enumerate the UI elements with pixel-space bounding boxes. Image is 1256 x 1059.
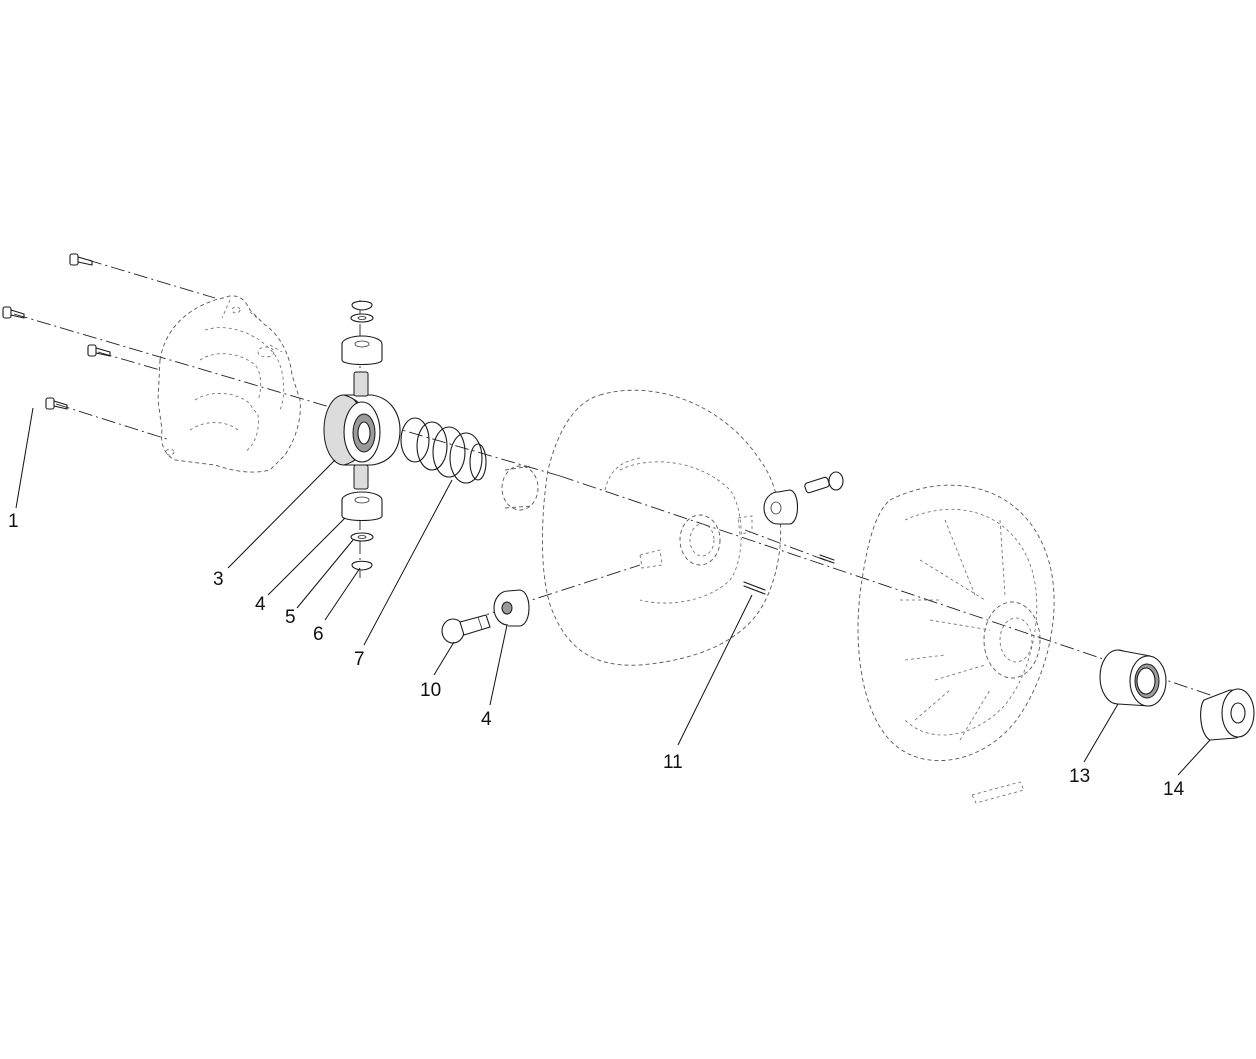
- washers-clips: [350, 300, 374, 571]
- callouts: 1 3 4 5 6 7 10 4 11 13 14: [8, 511, 1185, 800]
- leader-lines: [15, 407, 1211, 776]
- callout-13: 13: [1069, 766, 1090, 787]
- callout-6: 6: [313, 624, 324, 645]
- sheave-tag: [971, 781, 1025, 804]
- roller-bottom: [341, 491, 383, 522]
- callout-14: 14: [1163, 779, 1185, 800]
- roller-top: [341, 335, 383, 366]
- callout-3: 3: [213, 569, 224, 590]
- roll-pin-upper: [819, 554, 835, 564]
- bolt: [69, 253, 93, 266]
- roller-pin-upper: [763, 471, 844, 525]
- roll-pin: [743, 581, 766, 595]
- roller-housing: [323, 371, 401, 490]
- bolt: [87, 344, 111, 357]
- bearing: [1099, 649, 1167, 707]
- bolts: [2, 253, 111, 410]
- bushing: [1200, 688, 1255, 741]
- fixed-sheave: [857, 484, 1055, 761]
- callout-7: 7: [354, 649, 365, 670]
- cam-bushing: [501, 465, 539, 511]
- spring: [400, 417, 487, 484]
- center-axes: [13, 259, 1241, 706]
- callout-5: 5: [285, 607, 296, 628]
- callout-1: 1: [8, 511, 19, 532]
- roller-lower: [493, 589, 530, 627]
- callout-4-lower: 4: [481, 709, 492, 730]
- callout-10: 10: [420, 680, 441, 701]
- movable-sheave: [542, 389, 782, 666]
- callout-11: 11: [663, 752, 683, 773]
- bolt: [45, 397, 68, 410]
- spider-cover: [157, 295, 301, 473]
- pin-lower: [441, 614, 491, 644]
- callout-4-upper: 4: [255, 594, 266, 615]
- bolt: [2, 306, 25, 319]
